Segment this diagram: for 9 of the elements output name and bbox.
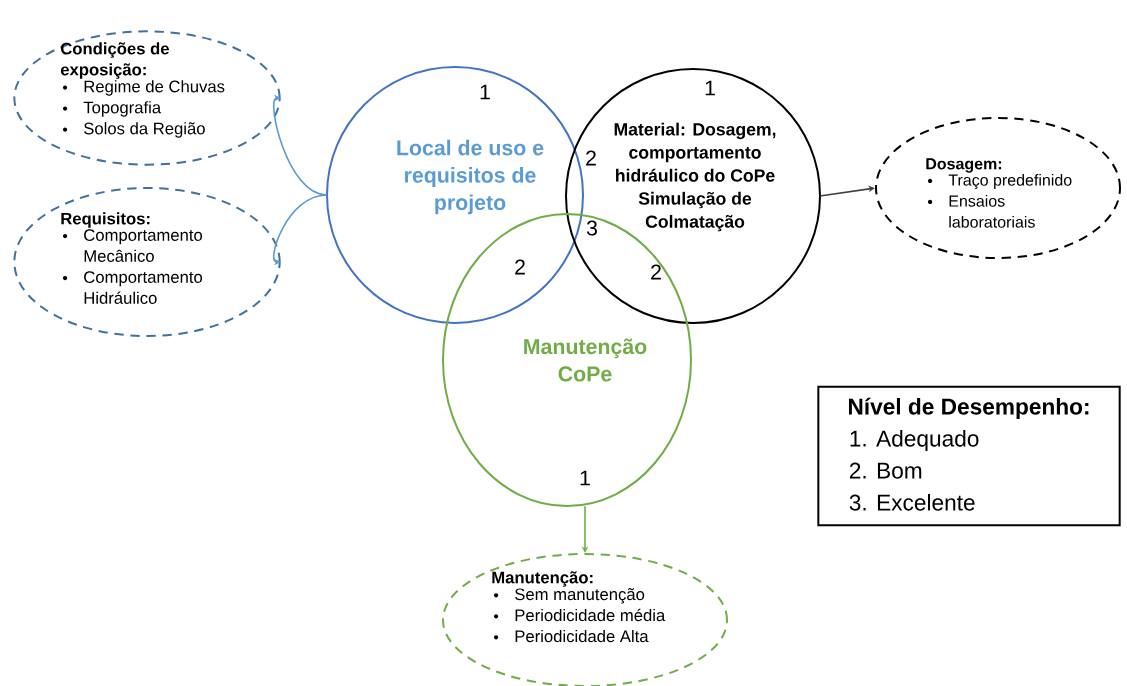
- region-number: 3: [586, 220, 597, 236]
- region-number: 1: [480, 84, 490, 100]
- region-number: 2: [651, 264, 661, 280]
- region-number: 2: [515, 259, 525, 275]
- region-number: 1: [705, 80, 715, 96]
- region-number: 2: [586, 150, 596, 166]
- region-number: 1: [580, 470, 590, 486]
- legend-box: Nível de Desempenho: 1. Adequado 2. Bom 3. Excelente: [817, 385, 1121, 527]
- arrow: [819, 185, 875, 197]
